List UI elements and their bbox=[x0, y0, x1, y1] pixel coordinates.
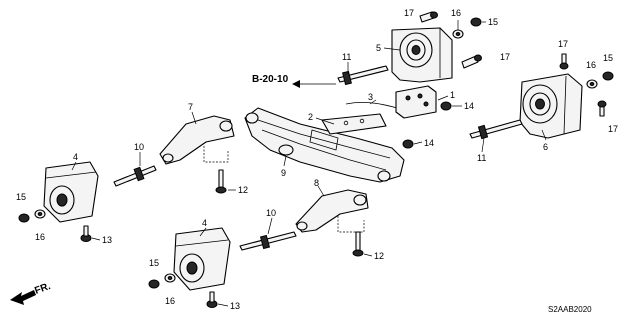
callout-17-right-bottom: 17 bbox=[608, 124, 618, 134]
callout-17-mid: 17 bbox=[500, 52, 510, 62]
nut-15-bottom bbox=[148, 279, 160, 289]
callout-16-right: 16 bbox=[586, 60, 596, 70]
washer-16-left bbox=[34, 209, 46, 219]
pipe-3 bbox=[345, 102, 405, 111]
callout-4-upper: 4 bbox=[73, 152, 78, 162]
mount-4-lower bbox=[173, 227, 231, 291]
callout-3: 3 bbox=[368, 92, 373, 102]
callout-12-lower: 12 bbox=[374, 251, 384, 261]
mount-4-upper bbox=[43, 161, 99, 223]
bolt-11-upper bbox=[337, 65, 389, 86]
bolt-17-right-bottom bbox=[597, 100, 607, 117]
callout-7: 7 bbox=[188, 102, 193, 112]
callout-16-bottom: 16 bbox=[165, 296, 175, 306]
bolt-12-upper bbox=[215, 169, 227, 194]
bolt-17-top bbox=[419, 11, 438, 23]
callout-15-left: 15 bbox=[16, 192, 26, 202]
mount-6 bbox=[519, 73, 583, 139]
washer-16-right bbox=[586, 79, 598, 89]
callout-15-bottom: 15 bbox=[149, 258, 159, 268]
callout-9: 9 bbox=[281, 168, 286, 178]
callout-15-right: 15 bbox=[603, 53, 613, 63]
bolt-10-upper bbox=[113, 165, 157, 187]
bolt-13-lower bbox=[206, 291, 218, 308]
bolt-10-lower bbox=[239, 231, 297, 251]
upper-mount-5 bbox=[391, 27, 453, 83]
stay-8 bbox=[295, 189, 369, 233]
front-arrow bbox=[10, 290, 36, 305]
bracket-2 bbox=[321, 113, 387, 135]
callout-10-upper: 10 bbox=[134, 142, 144, 152]
callout-16-top: 16 bbox=[451, 8, 461, 18]
callout-2: 2 bbox=[308, 112, 313, 122]
stay-7 bbox=[159, 115, 235, 165]
callout-6: 6 bbox=[543, 142, 548, 152]
callout-17-top: 17 bbox=[404, 8, 414, 18]
leader-lines bbox=[71, 11, 547, 307]
nut-14-right bbox=[440, 101, 452, 111]
bolt-17-right-top bbox=[559, 53, 569, 70]
front-label: FR. bbox=[33, 281, 52, 297]
washer-16-bottom bbox=[164, 273, 176, 283]
callout-11-upper: 11 bbox=[342, 52, 351, 62]
rear-subframe bbox=[244, 107, 405, 183]
callout-14-right: 14 bbox=[464, 101, 474, 111]
bolt-12-lower bbox=[352, 231, 364, 257]
washer-16-top bbox=[452, 29, 464, 39]
nut-14-center bbox=[402, 139, 414, 149]
diagram-code: S2AAB2020 bbox=[548, 305, 592, 314]
callout-11-lower: 11 bbox=[477, 153, 486, 163]
callout-13-lower: 13 bbox=[230, 301, 240, 311]
callout-8: 8 bbox=[314, 178, 319, 188]
callout-10-lower: 10 bbox=[266, 208, 276, 218]
callout-15-top: 15 bbox=[488, 17, 498, 27]
mount-bracket-1 bbox=[395, 85, 437, 119]
reference-arrow bbox=[292, 80, 336, 88]
reference-label: B-20-10 bbox=[252, 74, 289, 85]
callout-16-left: 16 bbox=[35, 232, 45, 242]
bolt-17-mid bbox=[461, 54, 482, 69]
nut-15-left bbox=[18, 213, 30, 223]
nut-15-right bbox=[602, 71, 614, 81]
callout-17-right-top: 17 bbox=[558, 39, 568, 49]
callout-12-upper: 12 bbox=[238, 185, 248, 195]
callout-4-lower: 4 bbox=[202, 218, 207, 228]
callout-14-center: 14 bbox=[424, 138, 434, 148]
bolt-11-lower bbox=[469, 119, 523, 140]
callout-5: 5 bbox=[376, 43, 381, 53]
bolt-13-upper bbox=[80, 225, 92, 242]
callout-13-upper: 13 bbox=[102, 235, 112, 245]
callout-1: 1 bbox=[450, 90, 455, 100]
nut-15-top bbox=[470, 17, 482, 27]
